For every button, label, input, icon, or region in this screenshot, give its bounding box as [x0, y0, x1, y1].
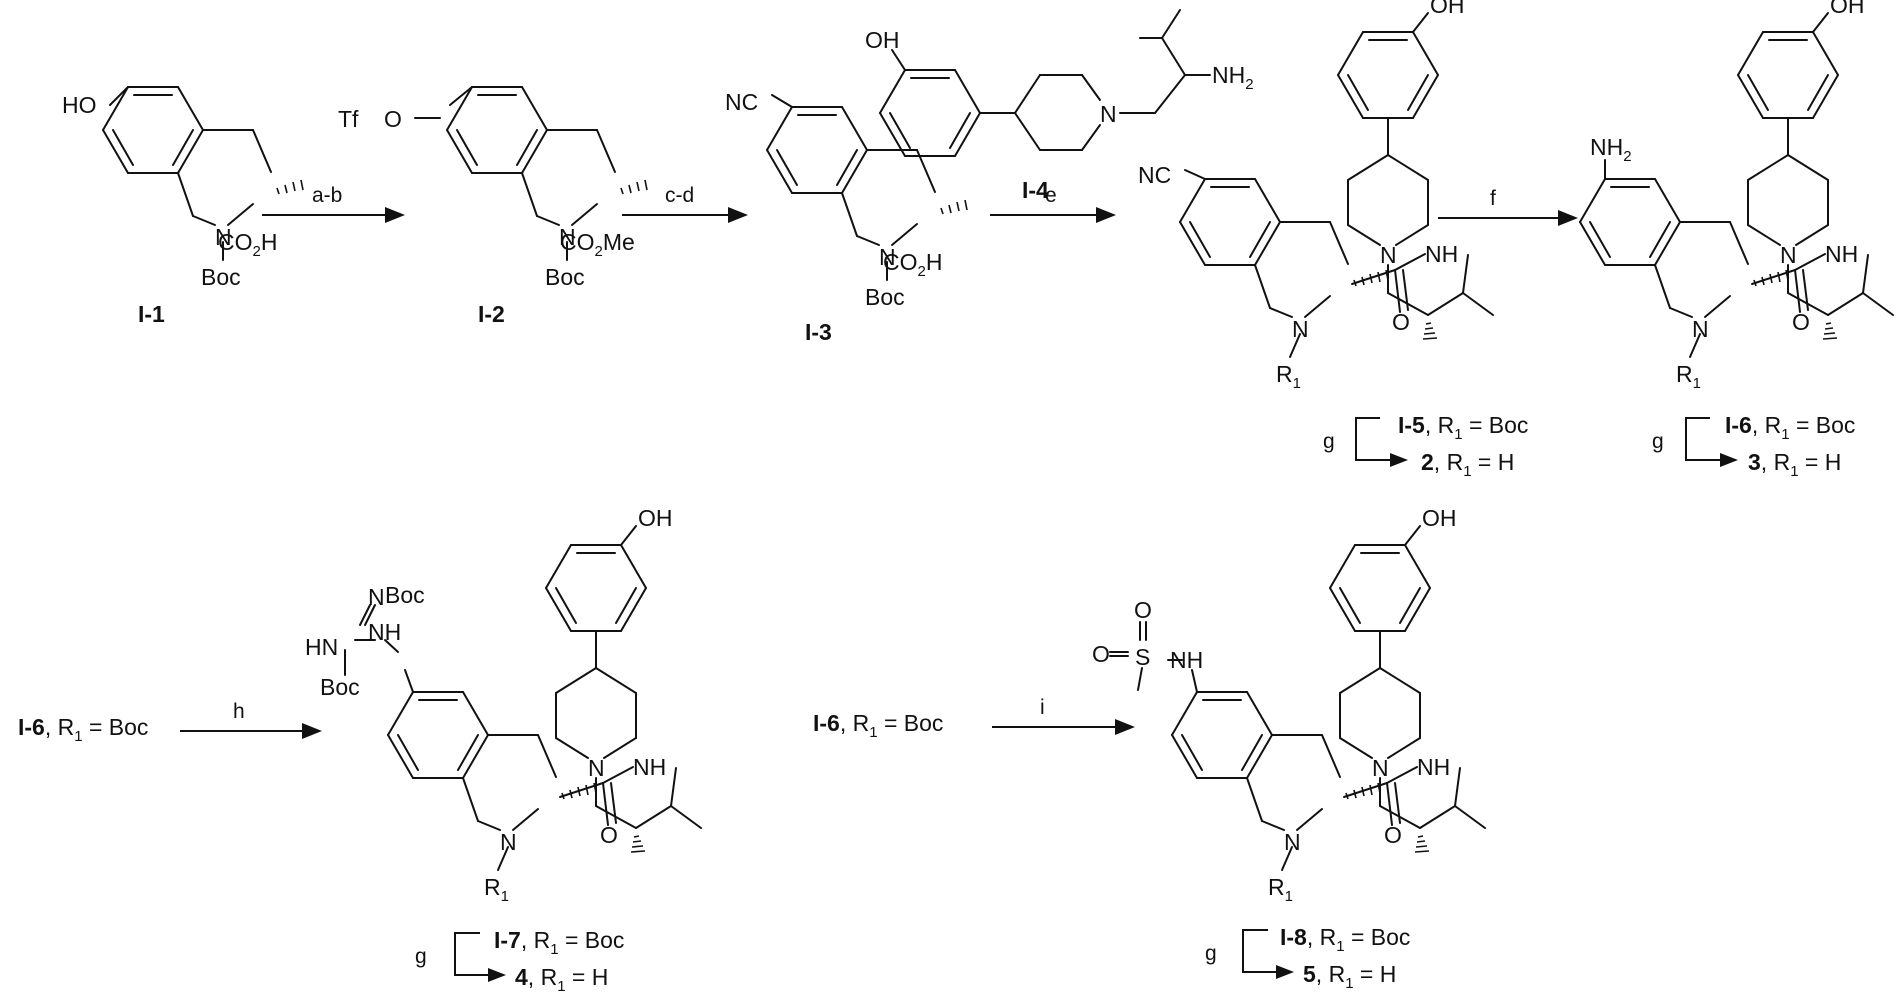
- arrow-i: [992, 719, 1135, 735]
- compound-label: 5, R1 = H: [1303, 961, 1396, 992]
- arrow-f: [1438, 210, 1578, 226]
- condition-g: g: [415, 945, 427, 968]
- aminomethyl-label: NH2: [1590, 134, 1632, 165]
- arrow-g-3: [454, 932, 506, 982]
- compound-I-8: NH S O O I-8, R1 = Boc 5, R1 = H: [1092, 504, 1486, 992]
- condition-c-d: c-d: [665, 184, 694, 207]
- ester-label: CO2Me: [560, 229, 635, 260]
- acid-label: CO2H: [218, 229, 277, 260]
- compound-label: 2, R1 = H: [1421, 449, 1514, 480]
- condition-h: h: [233, 700, 245, 723]
- arrow-a-b: [262, 207, 405, 223]
- compound-label: 4, R1 = H: [515, 964, 608, 993]
- compound-label: I-5, R1 = Boc: [1398, 412, 1528, 443]
- compound-label: I-8, R1 = Boc: [1280, 924, 1410, 955]
- start-material-label: I-6, R1 = Boc: [813, 710, 943, 741]
- condition-g: g: [1652, 430, 1664, 453]
- hydroxyl-label: OH: [865, 27, 900, 53]
- acid-label: CO2H: [883, 249, 942, 280]
- compound-I-2: Tf O CO2Me I-2: [338, 86, 648, 327]
- sulfonamide-nh: NH: [1170, 647, 1203, 673]
- guanidine-hn: HN: [305, 634, 338, 660]
- triflate-oxygen: O: [384, 106, 402, 132]
- boc-label: Boc: [320, 674, 360, 700]
- arrow-g-1: [1355, 417, 1408, 467]
- arrow-g-2: [1685, 417, 1738, 467]
- condition-a-b: a-b: [312, 184, 342, 207]
- condition-e: e: [1045, 184, 1057, 207]
- compound-label: I-6, R1 = Boc: [1725, 412, 1855, 443]
- compound-label: I-7, R1 = Boc: [494, 927, 624, 958]
- amine-label: NH2: [1212, 62, 1254, 93]
- condition-f: f: [1490, 187, 1496, 210]
- compound-I-1: HO CO2H I-1: [62, 86, 304, 327]
- boc-label: Boc: [385, 582, 425, 608]
- hydroxy-label: HO: [62, 92, 97, 118]
- sulfur-label: S: [1135, 644, 1150, 670]
- compound-I-7: NH HN N Boc Boc I-7, R1 = Boc 4, R1 = H: [305, 504, 702, 993]
- sulfonyl-oxygen: O: [1134, 597, 1152, 623]
- sulfonyl-oxygen: O: [1092, 641, 1110, 667]
- compound-I-4: OH N NH2 I-4: [865, 9, 1254, 203]
- compound-label: I-4: [1022, 177, 1049, 203]
- nitrile-label: NC: [725, 89, 758, 115]
- compound-label: I-1: [138, 301, 165, 327]
- compound-I-6: NH2 I-6, R1 = Boc 3, R1 = H: [1579, 0, 1894, 480]
- guanidine-nh: NH: [368, 619, 401, 645]
- condition-g: g: [1323, 430, 1335, 453]
- nitrile-label: NC: [1138, 162, 1171, 188]
- compound-label: 3, R1 = H: [1748, 449, 1841, 480]
- triflate-label: Tf: [338, 106, 359, 132]
- compound-label: I-2: [478, 301, 505, 327]
- piperidine-nitrogen: N: [1100, 101, 1117, 127]
- start-material-label: I-6, R1 = Boc: [18, 714, 148, 745]
- arrow-c-d: [622, 207, 748, 223]
- guanidine-n: N: [368, 584, 385, 610]
- compound-I-3: NC CO2H I-3: [725, 89, 968, 345]
- arrow-g-4: [1242, 929, 1294, 979]
- compound-label: I-3: [805, 319, 832, 345]
- condition-g: g: [1205, 942, 1217, 965]
- compound-I-5: NC I-5, R1 = Boc 2, R1 = H: [1138, 0, 1528, 480]
- arrow-h: [180, 723, 322, 739]
- arrow-e: [990, 207, 1116, 223]
- condition-i: i: [1040, 696, 1045, 719]
